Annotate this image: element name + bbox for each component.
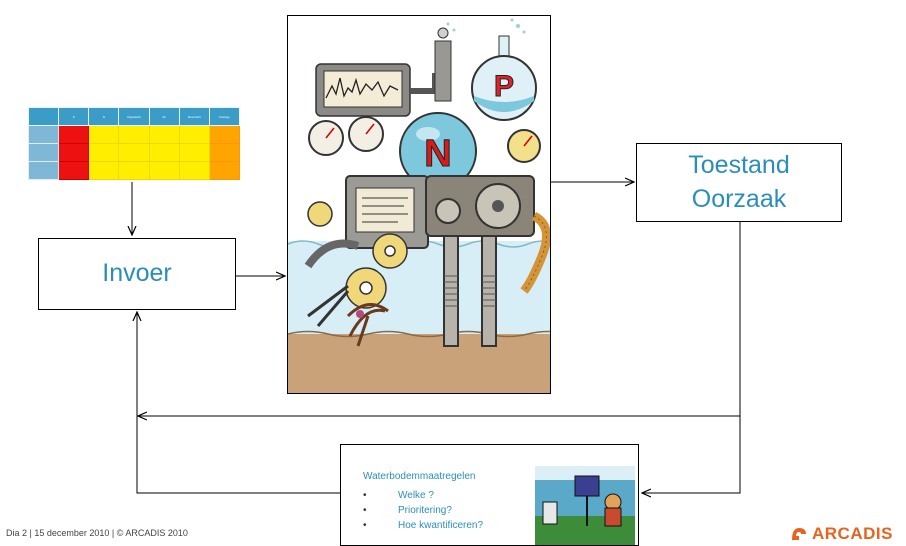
phosphorus-flask-icon: P <box>446 18 537 121</box>
table-header-row: P N Organisch Zn Doorzicht Overige <box>27 107 241 126</box>
table-cell-yellow <box>148 161 180 180</box>
machine-drawing: N P <box>288 16 550 393</box>
table-header-cell: Overige <box>208 107 241 126</box>
measures-list: • Welke ? • Prioritering? • Hoe kwantificer… <box>363 488 483 533</box>
gear-icon <box>307 201 408 309</box>
monitor-icon <box>315 63 411 117</box>
table-cell-yellow <box>178 143 210 162</box>
list-item-label: Hoe kwantificeren? <box>398 520 484 531</box>
table-header-cell: Zn <box>148 107 180 126</box>
table-header-cell <box>27 107 60 126</box>
arcadis-logo-text: ARCADIS <box>812 524 893 543</box>
slide-footer: Dia 2 | 15 december 2010 | © ARCADIS 201… <box>6 528 188 538</box>
plant-icon <box>346 303 389 347</box>
list-item-label: Welke ? <box>398 490 434 501</box>
toestand-oorzaak-box: Toestand Oorzaak <box>636 143 842 222</box>
table-cell-yellow <box>148 143 180 162</box>
table-cell-red <box>58 143 90 162</box>
phosphorus-letter: P <box>494 70 514 103</box>
invoer-box: Invoer <box>38 238 236 310</box>
table-header-cell: Organisch <box>118 107 150 126</box>
table-cell-red <box>58 161 90 180</box>
water-area <box>288 241 550 336</box>
table-header-cell: P <box>58 107 90 126</box>
table-cell-image <box>27 143 60 162</box>
list-item: • Prioritering? <box>363 503 483 518</box>
table-cell-yellow <box>148 125 180 144</box>
fieldwork-illustration <box>535 446 635 545</box>
table-cell-yellow <box>88 125 120 144</box>
table-cell-image <box>27 161 60 180</box>
measures-title: Waterbodemmaatregelen <box>363 471 476 482</box>
intake-pipes <box>443 235 497 347</box>
list-item: • Welke ? <box>363 488 483 503</box>
table-cell-image <box>27 125 60 144</box>
arrow-measures-to-invoer <box>137 312 340 494</box>
table-cell-yellow <box>118 125 150 144</box>
gauge-icon <box>308 116 384 156</box>
assessment-table-thumbnail: P N Organisch Zn Doorzicht Overige <box>27 107 241 180</box>
list-item-label: Prioritering? <box>398 505 452 516</box>
arcadis-logo-icon <box>792 528 806 540</box>
table-cell-orange <box>208 161 241 180</box>
robot-arm <box>304 239 360 269</box>
table-cell-yellow <box>118 161 150 180</box>
nitrogen-letter: N <box>424 133 451 175</box>
table-header-cell: Doorzicht <box>178 107 210 126</box>
table-cell-yellow <box>178 125 210 144</box>
nitrogen-sphere-icon: N <box>399 112 477 190</box>
table-header-cell: N <box>88 107 120 126</box>
table-cell-yellow <box>118 143 150 162</box>
arrow-toestand-to-measures <box>642 222 741 493</box>
table-row <box>27 161 241 180</box>
table-row <box>27 125 241 144</box>
list-item: • Hoe kwantificeren? <box>363 518 483 533</box>
table-row <box>27 143 241 162</box>
table-cell-orange <box>208 143 241 162</box>
table-cell-yellow <box>88 143 120 162</box>
bullet: • <box>363 490 367 501</box>
water-system-machine-illustration: N P <box>287 15 551 394</box>
invoer-label: Invoer <box>102 259 172 288</box>
bullet: • <box>363 505 367 516</box>
table-cell-yellow <box>88 161 120 180</box>
arcadis-logo: ARCADIS <box>790 524 893 544</box>
toestand-label: Toestand <box>688 150 790 179</box>
measures-card: Waterbodemmaatregelen • Welke ? • Priorite… <box>340 444 639 546</box>
oorzaak-label: Oorzaak <box>691 184 787 213</box>
table-cell-red <box>58 125 90 144</box>
table-cell-orange <box>208 125 241 144</box>
table-cell-yellow <box>178 161 210 180</box>
bullet: • <box>363 520 367 531</box>
sediment-area <box>288 334 550 393</box>
